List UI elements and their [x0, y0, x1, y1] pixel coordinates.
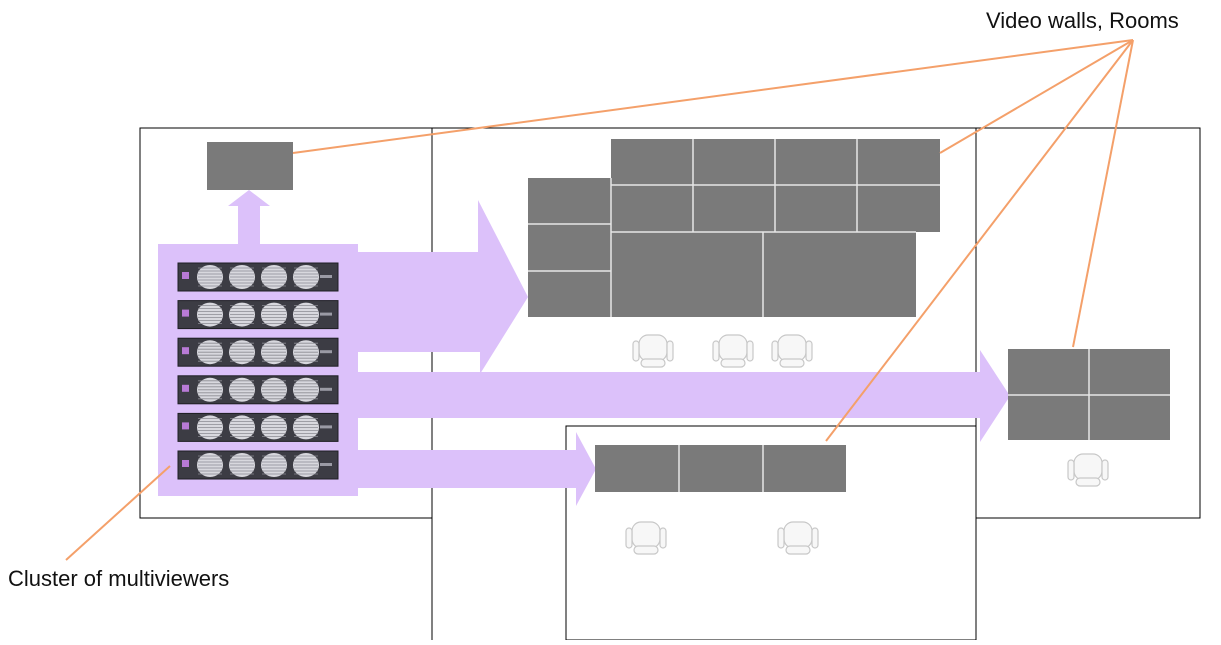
video-wall-right-room [1008, 349, 1170, 440]
multiviewer-logo-icon [182, 272, 189, 279]
arrow-to-right-room [356, 350, 1010, 442]
multiviewer-unit [177, 412, 339, 442]
multiviewer-unit [177, 262, 339, 292]
video-wall-bottom-room [595, 445, 846, 492]
video-wall-main [528, 139, 940, 317]
arrow-to-bottom-room [356, 432, 596, 506]
multiviewer-logo-icon [182, 460, 189, 467]
arrow-up-to-monitor [228, 190, 270, 244]
multiviewer-logo-icon [182, 422, 189, 430]
multiviewer-unit [177, 300, 339, 330]
multiviewer-unit [177, 337, 339, 367]
callout-line-bottom-wall [825, 39, 1134, 442]
cluster-of-multiviewers-label: Cluster of multiviewers [8, 566, 230, 591]
multiviewer-unit [177, 375, 339, 405]
chair-icon [712, 334, 754, 368]
chair-icon [625, 521, 667, 555]
multiviewer-unit [177, 450, 339, 480]
chair-icon [771, 334, 813, 368]
video-walls-rooms-label: Video walls, Rooms [986, 8, 1179, 33]
monitor-left-room [207, 142, 293, 190]
multiviewer-logo-icon [182, 347, 189, 355]
multiviewer-cluster [177, 262, 339, 480]
chair-icon [777, 521, 819, 555]
callout-line-main-wall [939, 39, 1134, 154]
chairs [625, 334, 1109, 555]
callout-line-cluster [65, 465, 171, 561]
room-outlines [139, 127, 1201, 641]
multiviewer-logo-icon [182, 309, 189, 317]
callout-line-right-wall [1072, 39, 1134, 348]
chair-icon [1067, 453, 1109, 487]
chair-icon [632, 334, 674, 368]
callout-lines [65, 39, 1134, 561]
arrow-to-main-wall [356, 200, 528, 374]
multiviewer-logo-icon [182, 384, 189, 392]
room-right [975, 127, 1201, 519]
callout-line-monitor [292, 39, 1134, 154]
